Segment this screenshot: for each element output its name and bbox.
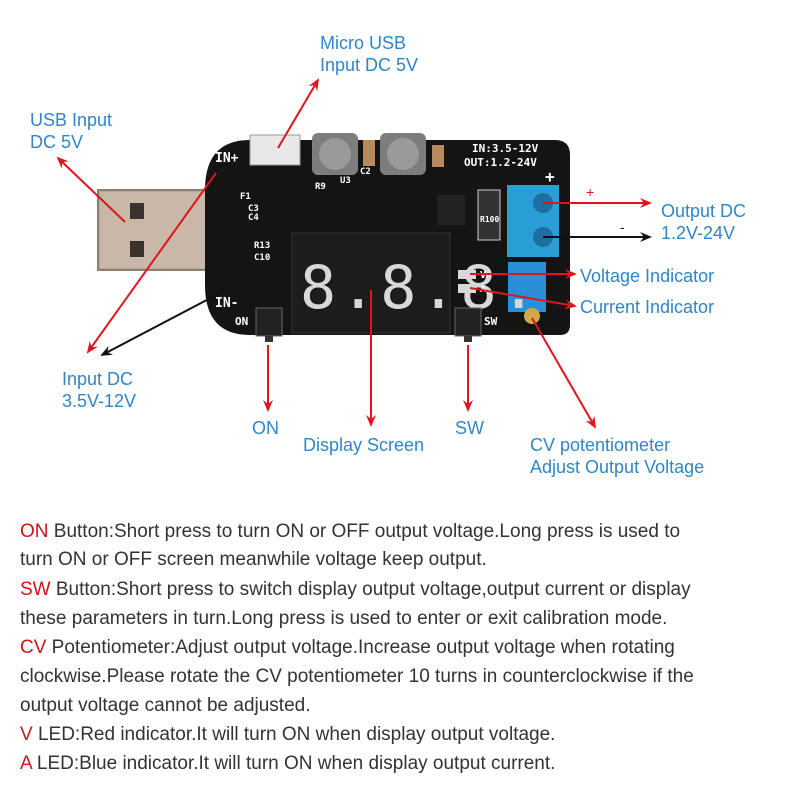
desc-key: A xyxy=(20,753,32,774)
desc-line: V LED:Red indicator.It will turn ON when… xyxy=(20,721,555,749)
inductor-1 xyxy=(312,133,358,175)
output-minus-sign: - xyxy=(620,219,625,235)
sw-button[interactable] xyxy=(454,307,482,342)
resistor-r100 xyxy=(477,189,501,241)
silk-r9: R9 xyxy=(315,182,326,192)
desc-line: these parameters in turn.Long press is u… xyxy=(20,605,667,633)
desc-text: Potentiometer:Adjust output voltage.Incr… xyxy=(46,637,675,658)
label-usb-input-line2: DC 5V xyxy=(30,132,84,152)
desc-line: CV Potentiometer:Adjust output voltage.I… xyxy=(20,634,675,662)
silk-spec-in: IN:3.5-12V xyxy=(472,142,539,155)
desc-text: turn ON or OFF screen meanwhile voltage … xyxy=(20,549,487,570)
arrow-input-dc-minus xyxy=(100,291,223,356)
desc-line: ON Button:Short press to turn ON or OFF … xyxy=(20,518,680,546)
silk-in-plus: IN+ xyxy=(215,151,239,166)
voltage-led xyxy=(458,270,476,279)
desc-text: these parameters in turn.Long press is u… xyxy=(20,608,668,629)
display-digits: 8.8.8. xyxy=(300,253,541,323)
label-input-dc-line2: 3.5V-12V xyxy=(62,391,137,411)
label-cv-pot-line1: CV potentiometer xyxy=(530,435,671,455)
output-terminal-block xyxy=(507,185,559,257)
arrow-current-indicator xyxy=(469,287,577,310)
label-on: ON xyxy=(252,418,279,438)
label-voltage-indicator: Voltage Indicator xyxy=(580,266,715,286)
desc-key: CV xyxy=(20,637,47,658)
silk-c3: C3 xyxy=(248,204,259,214)
current-led xyxy=(458,284,476,293)
label-sw: SW xyxy=(455,418,484,438)
label-output-dc: Output DC 1.2V-24V xyxy=(661,200,746,244)
desc-text: LED:Red indicator.It will turn ON when d… xyxy=(32,724,556,745)
silk-f1: F1 xyxy=(240,192,251,202)
desc-text: Button:Short press to turn ON or OFF out… xyxy=(48,521,681,542)
desc-text: Button:Short press to switch display out… xyxy=(50,579,691,600)
label-input-dc: Input DC 3.5V-12V xyxy=(62,368,136,412)
label-input-dc-line1: Input DC xyxy=(62,369,134,389)
silk-plus: + xyxy=(545,167,555,186)
desc-line: clockwise.Please rotate the CV potentiom… xyxy=(20,663,694,691)
arrow-micro-usb xyxy=(277,78,320,149)
desc-key: SW xyxy=(20,579,51,600)
label-display-screen: Display Screen xyxy=(303,435,425,455)
silk-c10: C10 xyxy=(254,253,270,263)
arrow-cv-pot xyxy=(531,317,597,429)
desc-line: A LED:Blue indicator.It will turn ON whe… xyxy=(20,750,555,778)
label-usb-input-line1: USB Input xyxy=(30,110,113,130)
silk-u3: U3 xyxy=(340,176,351,186)
label-output-dc-line2: 1.2V-24V xyxy=(661,223,736,243)
desc-line: SW Button:Short press to switch display … xyxy=(20,576,691,604)
silk-sw: SW xyxy=(484,315,498,328)
silk-c4: C4 xyxy=(248,213,259,223)
silk-on: ON xyxy=(235,315,248,328)
label-cv-pot-line2: Adjust Output Voltage xyxy=(530,457,705,477)
desc-text: clockwise.Please rotate the CV potentiom… xyxy=(20,666,694,687)
capacitor-c2 xyxy=(363,140,375,166)
micro-usb-port xyxy=(249,134,301,166)
silk-r100: R100 xyxy=(480,215,499,224)
label-micro-usb-line1: Micro USB xyxy=(320,33,407,53)
label-micro-usb: Micro USB Input DC 5V xyxy=(320,32,418,76)
ic-chip xyxy=(437,195,465,225)
silk-in-minus: IN- xyxy=(215,296,238,311)
silk-c2: C2 xyxy=(360,167,371,177)
silk-v: V xyxy=(480,270,486,281)
label-micro-usb-line2: Input DC 5V xyxy=(320,55,419,75)
desc-text: LED:Blue indicator.It will turn ON when … xyxy=(31,753,556,774)
cv-potentiometer xyxy=(508,262,546,324)
silk-spec-out: OUT:1.2-24V xyxy=(464,156,537,169)
inductor-2 xyxy=(380,133,426,175)
arrow-input-dc-plus xyxy=(86,172,217,354)
silk-r13: R13 xyxy=(254,241,270,251)
capacitor-c5 xyxy=(432,145,444,167)
desc-text: output voltage cannot be adjusted. xyxy=(20,695,311,716)
desc-line: output voltage cannot be adjusted. xyxy=(20,692,311,720)
label-usb-input: USB Input DC 5V xyxy=(30,109,112,153)
output-plus-sign: + xyxy=(586,184,594,200)
label-output-dc-line1: Output DC xyxy=(661,201,747,221)
desc-line: turn ON or OFF screen meanwhile voltage … xyxy=(20,546,487,574)
arrow-usb-input xyxy=(56,156,126,223)
desc-key: V xyxy=(20,724,33,745)
on-button[interactable] xyxy=(255,307,283,342)
label-cv-pot: CV potentiometer Adjust Output Voltage xyxy=(530,434,704,478)
label-current-indicator: Current Indicator xyxy=(580,297,715,317)
desc-key: ON xyxy=(20,521,49,542)
